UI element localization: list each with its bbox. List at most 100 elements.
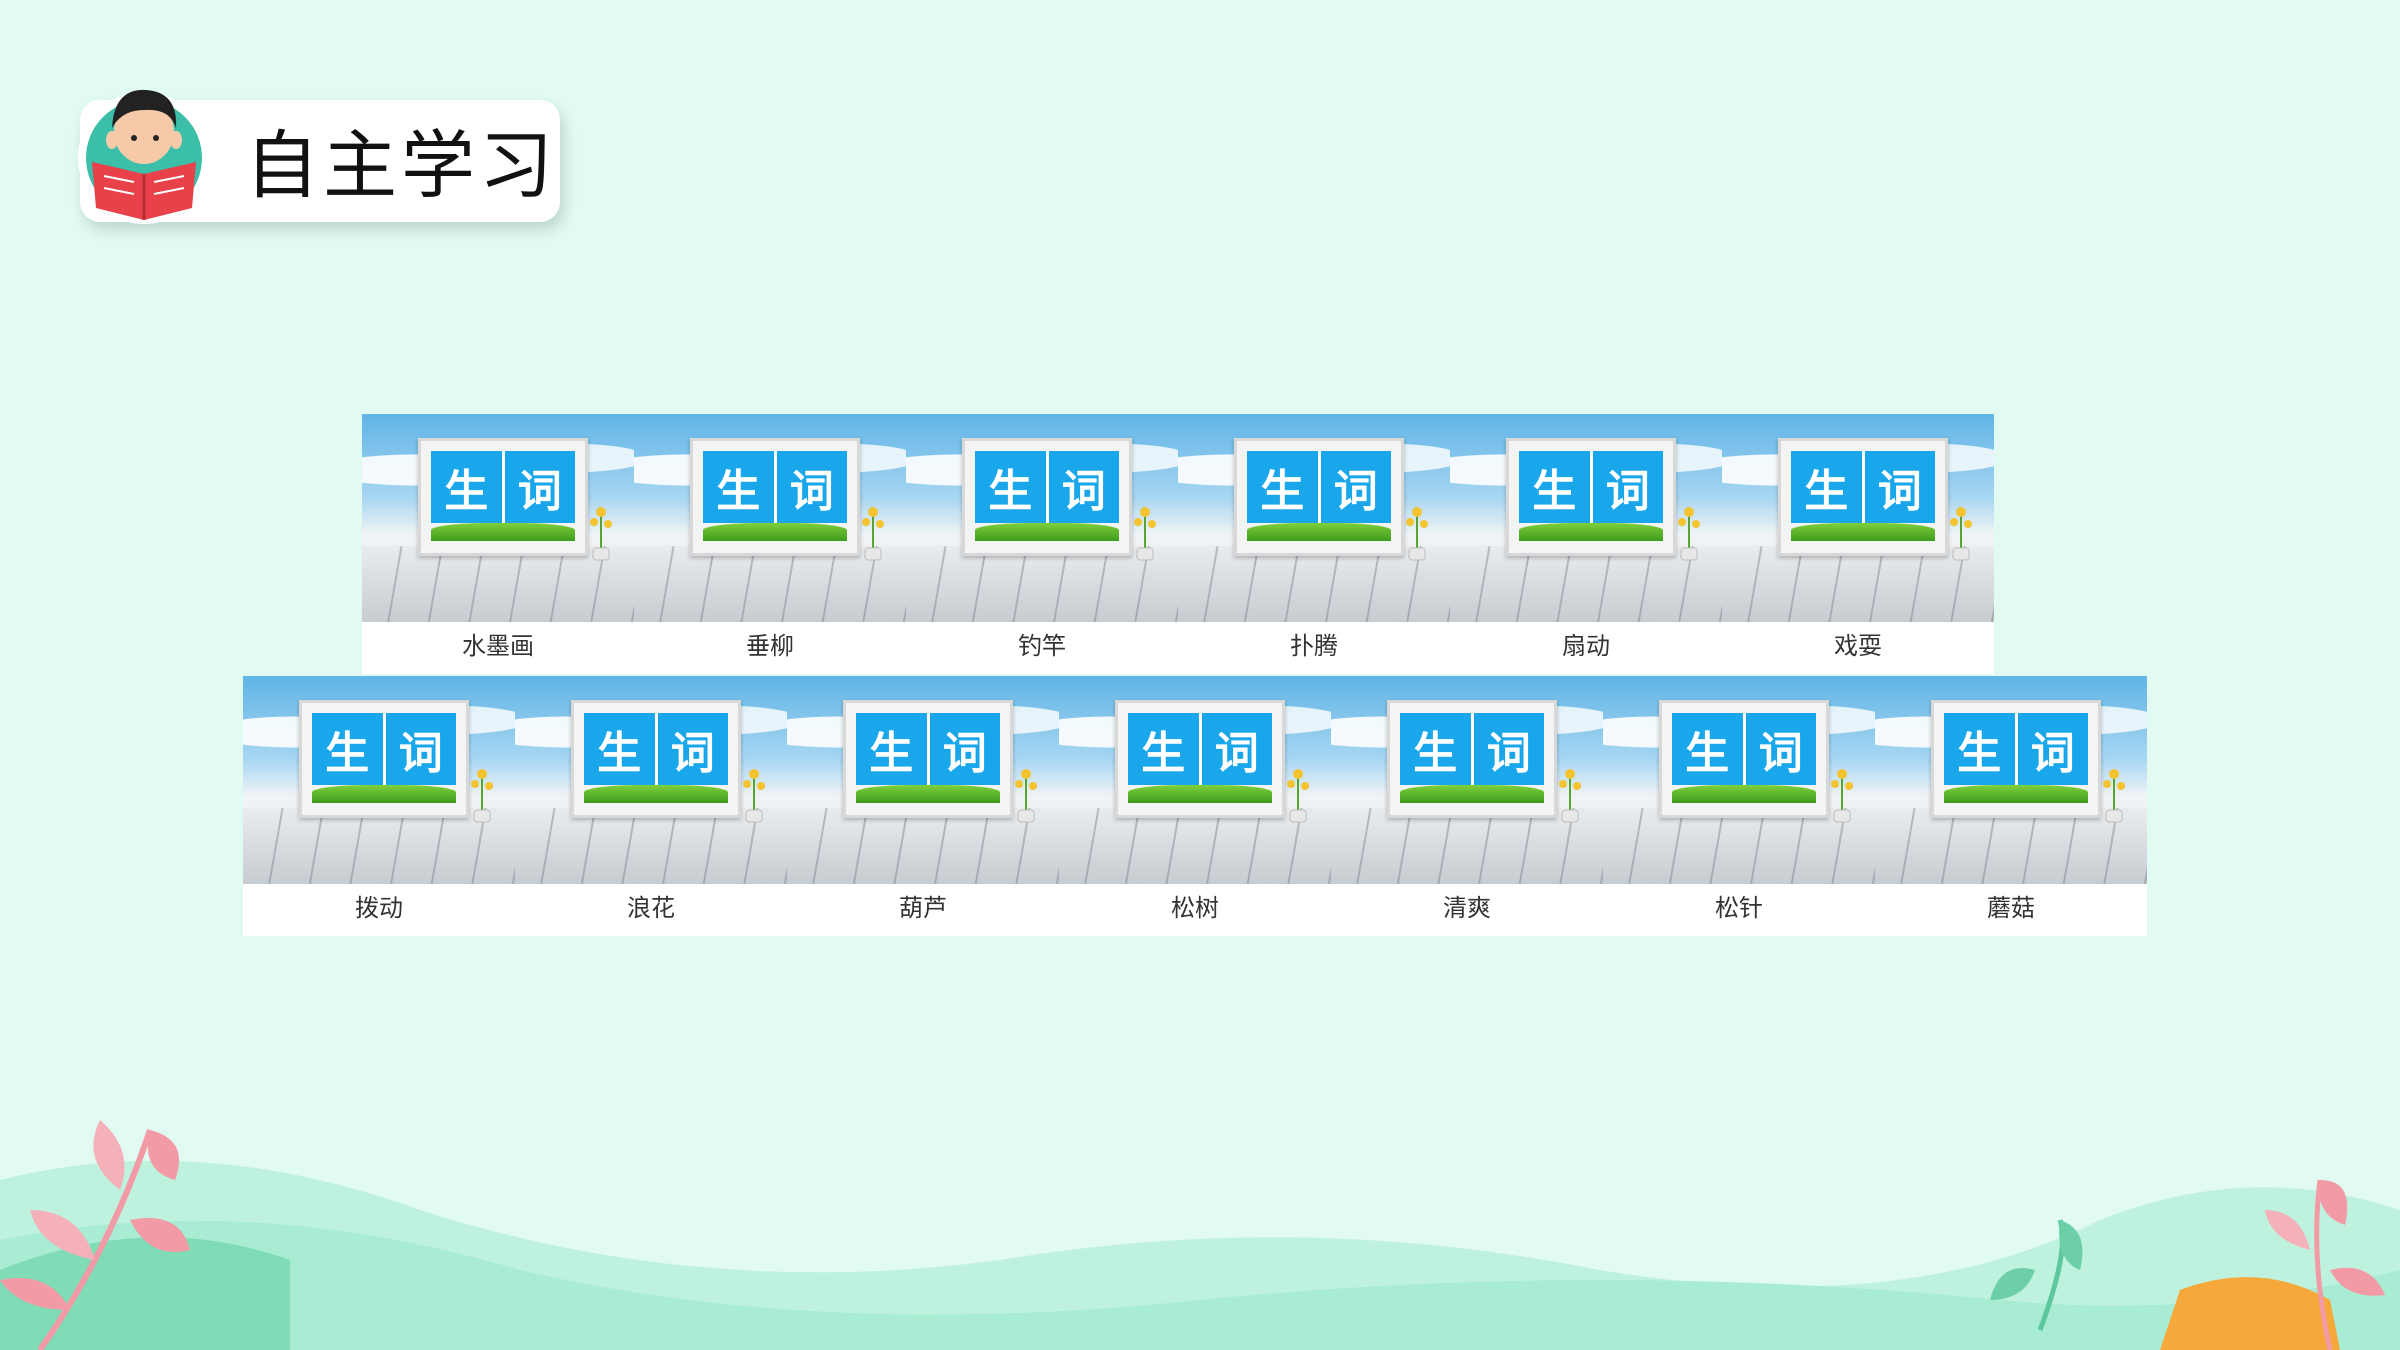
- card-word-panel: 生 词: [1519, 451, 1663, 523]
- flower-pot-icon: [1678, 507, 1700, 561]
- grass-decoration: [1247, 523, 1391, 541]
- wooden-floor: [515, 808, 787, 884]
- card-word-label: 拨动: [355, 894, 403, 922]
- card-char-2: 词: [670, 728, 715, 779]
- flower-pot-icon: [1950, 507, 1972, 561]
- card-scene: 生 词: [515, 676, 787, 884]
- wooden-floor: [1603, 808, 1875, 884]
- card-word-panel: 生 词: [1791, 451, 1935, 523]
- card-word-panel: 生 词: [703, 451, 847, 523]
- card-word-label: 蘑菇: [1987, 894, 2035, 922]
- wooden-floor: [362, 546, 634, 622]
- grass-decoration: [703, 523, 847, 541]
- card-window-frame: 生 词: [418, 438, 588, 556]
- vocab-card: 生 词 蘑菇: [1875, 676, 2147, 936]
- vocab-row-1: 生 词 水墨画 生 词: [362, 414, 1994, 674]
- card-scene: 生 词: [362, 414, 634, 622]
- card-word-panel: 生 词: [1247, 451, 1391, 523]
- card-char-2: 词: [1877, 466, 1922, 517]
- card-char-1: 生: [1400, 713, 1474, 785]
- leaf-branch-left-icon: [0, 1120, 190, 1350]
- wooden-floor: [1450, 546, 1722, 622]
- card-char-1: 生: [431, 451, 505, 523]
- grass-decoration: [856, 785, 1000, 803]
- card-scene: 生 词: [1875, 676, 2147, 884]
- card-scene: 生 词: [634, 414, 906, 622]
- card-scene: 生 词: [1450, 414, 1722, 622]
- card-char-2: 词: [1605, 466, 1650, 517]
- flower-pot-icon: [590, 507, 612, 561]
- flower-pot-icon: [1406, 507, 1428, 561]
- flower-pot-icon: [1015, 769, 1037, 823]
- card-char-1: 生: [1672, 713, 1746, 785]
- card-word-label: 松树: [1171, 894, 1219, 922]
- card-char-1: 生: [975, 451, 1049, 523]
- vocab-card: 生 词 扑腾: [1178, 414, 1450, 674]
- card-window-frame: 生 词: [1506, 438, 1676, 556]
- card-word-panel: 生 词: [1128, 713, 1272, 785]
- card-word-panel: 生 词: [312, 713, 456, 785]
- grass-decoration: [1672, 785, 1816, 803]
- flower-pot-icon: [1831, 769, 1853, 823]
- card-window-frame: 生 词: [690, 438, 860, 556]
- grass-decoration: [431, 523, 575, 541]
- vocab-card: 生 词 松树: [1059, 676, 1331, 936]
- card-char-2: 词: [1486, 728, 1531, 779]
- card-window-frame: 生 词: [1115, 700, 1285, 818]
- flower-pot-icon: [1134, 507, 1156, 561]
- wooden-floor: [1059, 808, 1331, 884]
- reading-boy-avatar-icon: [78, 89, 210, 224]
- card-scene: 生 词: [1722, 414, 1994, 622]
- vocab-row-2: 生 词 拨动 生 词: [243, 676, 2147, 936]
- card-window-frame: 生 词: [571, 700, 741, 818]
- card-char-2: 词: [1061, 466, 1106, 517]
- wooden-floor: [787, 808, 1059, 884]
- card-scene: 生 词: [1331, 676, 1603, 884]
- vocab-card: 生 词 钓竿: [906, 414, 1178, 674]
- wooden-floor: [1331, 808, 1603, 884]
- card-scene: 生 词: [243, 676, 515, 884]
- card-word-panel: 生 词: [1400, 713, 1544, 785]
- bottom-decoration: [0, 1120, 2400, 1350]
- card-word-panel: 生 词: [1672, 713, 1816, 785]
- card-window-frame: 生 词: [299, 700, 469, 818]
- card-scene: 生 词: [906, 414, 1178, 622]
- vocab-card: 生 词 清爽: [1331, 676, 1603, 936]
- card-char-1: 生: [703, 451, 777, 523]
- card-window-frame: 生 词: [1778, 438, 1948, 556]
- card-word-label: 扑腾: [1290, 632, 1338, 660]
- vocab-card: 生 词 戏耍: [1722, 414, 1994, 674]
- card-char-1: 生: [1944, 713, 2018, 785]
- vocab-card: 生 词 扇动: [1450, 414, 1722, 674]
- card-char-2: 词: [1758, 728, 1803, 779]
- card-char-1: 生: [1128, 713, 1202, 785]
- card-window-frame: 生 词: [1234, 438, 1404, 556]
- vocab-card: 生 词 浪花: [515, 676, 787, 936]
- flower-pot-icon: [1559, 769, 1581, 823]
- vocab-card: 生 词 葫芦: [787, 676, 1059, 936]
- card-char-1: 生: [312, 713, 386, 785]
- card-window-frame: 生 词: [1387, 700, 1557, 818]
- card-word-label: 钓竿: [1018, 632, 1066, 660]
- card-word-label: 水墨画: [462, 632, 534, 660]
- card-window-frame: 生 词: [1659, 700, 1829, 818]
- flower-pot-icon: [743, 769, 765, 823]
- card-scene: 生 词: [787, 676, 1059, 884]
- card-window-frame: 生 词: [843, 700, 1013, 818]
- card-char-1: 生: [1519, 451, 1593, 523]
- wooden-floor: [1178, 546, 1450, 622]
- card-char-1: 生: [1791, 451, 1865, 523]
- vocab-card: 生 词 松针: [1603, 676, 1875, 936]
- card-char-1: 生: [1247, 451, 1321, 523]
- grass-decoration: [1400, 785, 1544, 803]
- flower-pot-icon: [471, 769, 493, 823]
- card-word-label: 清爽: [1443, 894, 1491, 922]
- card-word-label: 垂柳: [746, 632, 794, 660]
- card-scene: 生 词: [1059, 676, 1331, 884]
- card-word-label: 葫芦: [899, 894, 947, 922]
- wooden-floor: [243, 808, 515, 884]
- card-word-label: 松针: [1715, 894, 1763, 922]
- card-char-2: 词: [942, 728, 987, 779]
- flower-pot-icon: [862, 507, 884, 561]
